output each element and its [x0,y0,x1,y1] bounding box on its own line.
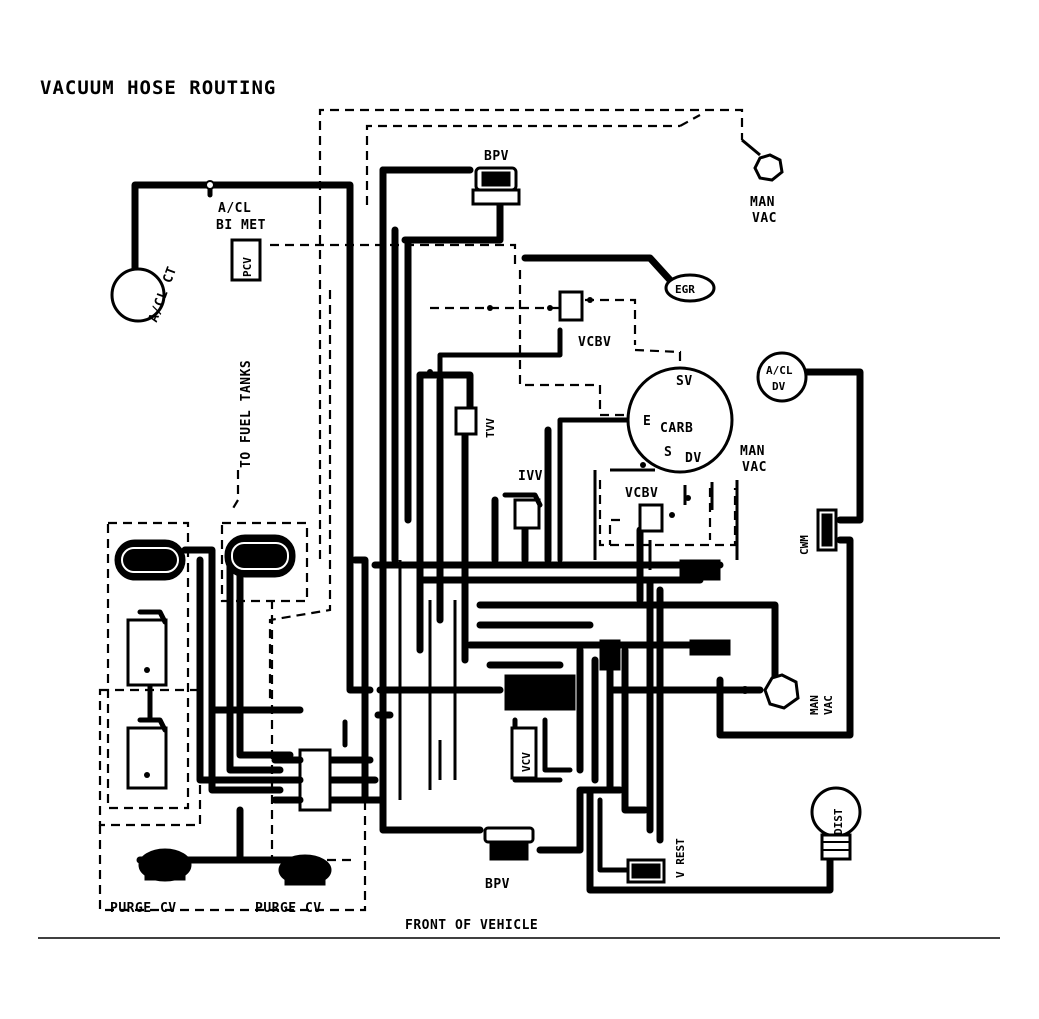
ivv-label: IVV [518,469,543,484]
dashed-lines-upper [231,108,744,700]
man-vac-top: MAN VAC [741,138,784,226]
egr-valve: EGR [664,273,716,303]
v-rest-label: V REST [674,838,687,878]
man-vac-right: MAN VAC [741,673,835,715]
charcoal-canister-right [224,534,296,578]
pcv-valve: PCV [230,238,262,282]
purge-cv-left: PURGE CV [110,848,192,916]
acl-dv-label-1: A/CL [766,364,793,377]
charcoal-canister-left [114,539,186,581]
purge-cv-right-label: PURGE CV [255,901,322,916]
man-vac-mid-label-1: MAN [740,444,765,459]
vcbv-upper-label: VCBV [578,335,611,350]
carb-label: CARB [660,421,693,436]
acl-ct-sensor: A/CL CT [110,264,180,324]
vcv-valve: VCV [510,726,538,780]
bpv-bottom-label: BPV [485,877,510,892]
vcbv-lower: VCBV [625,482,714,533]
bpv-top: BPV [471,149,521,206]
junction-block [271,748,332,812]
distributor: DIST [810,786,862,861]
tvv-label: TVV [484,418,497,438]
dist-label: DIST [832,808,845,835]
acl-dv: A/CL DV [756,351,808,403]
to-fuel-tanks-label: TO FUEL TANKS [239,360,254,468]
bpv-bottom: BPV [483,826,535,892]
vcbv-lower-label: VCBV [625,486,658,501]
pcv-label: PCV [241,257,254,277]
carb-e-label: E [643,414,651,429]
center-manifold [504,559,731,711]
acl-bimet-label-2: BI MET [216,218,266,233]
vcv-label: VCV [520,752,533,772]
junction-dots [205,180,646,468]
purge-cv-left-label: PURGE CV [110,901,177,916]
purge-cv-right: PURGE CV [255,854,332,916]
carb-s-label: S [664,445,672,460]
man-vac-right-label-2: VAC [822,695,835,715]
diagram-title: VACUUM HOSE ROUTING [40,77,276,99]
egr-label: EGR [675,283,695,296]
front-of-vehicle-label: FRONT OF VEHICLE [405,918,538,933]
carb-dv-label: DV [685,451,702,466]
vcbv-upper: VCBV [547,290,611,350]
dashed-canister-boxes [98,480,737,912]
tvv-valve: TVV [454,406,497,438]
acl-bimet-label-1: A/CL [218,201,251,216]
cwm-label: CWM [798,535,811,555]
man-vac-top-label-2: VAC [752,211,777,226]
carb-sv-label: SV [676,374,693,389]
carburetor: SV E CARB S DV [626,366,734,474]
acl-dv-label-2: DV [772,380,786,393]
man-vac-mid-label-2: VAC [742,460,767,475]
man-vac-right-label-1: MAN [808,695,821,715]
bpv-top-label: BPV [484,149,509,164]
tank-valve-upper [126,609,168,687]
v-rest: V REST [626,838,687,884]
ivv-valve: IVV [502,469,543,530]
cwm-valve: CWM [798,508,838,555]
man-vac-top-label-1: MAN [750,195,775,210]
tank-valve-lower [126,717,168,790]
